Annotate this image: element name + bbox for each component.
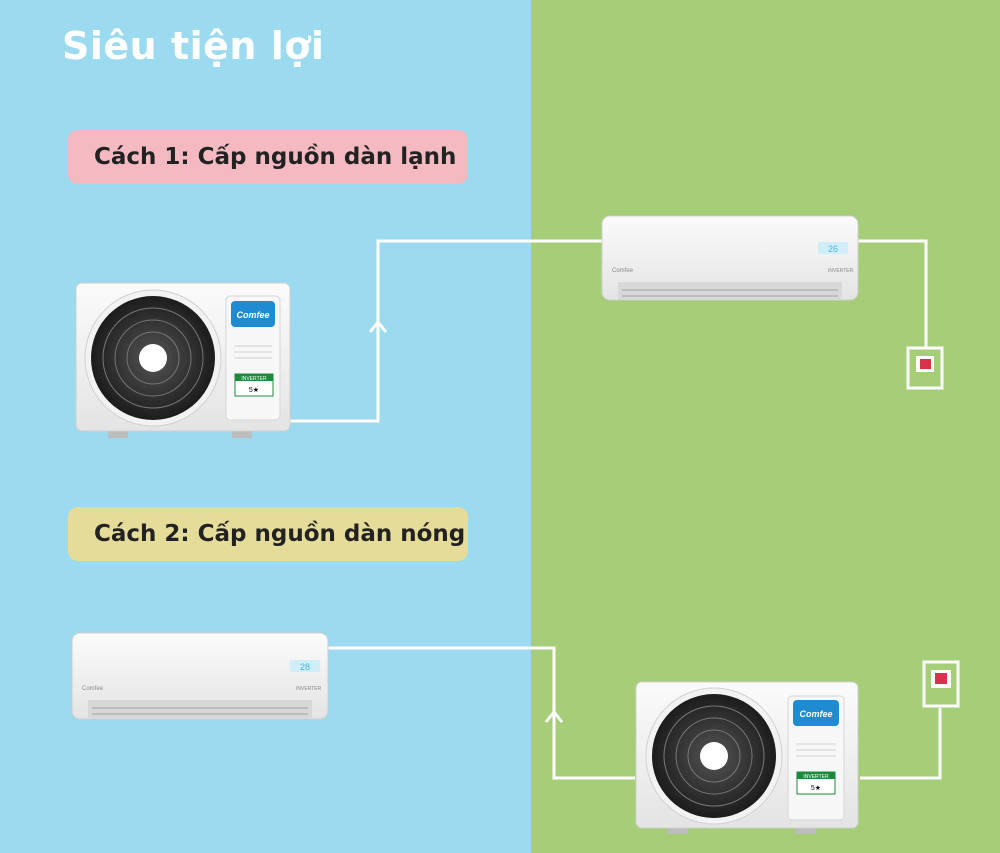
comfee-logo-icon [231, 301, 275, 327]
page-title: Siêu tiện lợi [62, 24, 325, 68]
power-socket-2 [922, 660, 960, 708]
svg-text:Comfee: Comfee [82, 686, 104, 692]
svg-text:INVERTER: INVERTER [803, 774, 829, 780]
temperature-display-icon [290, 660, 320, 672]
svg-text:28: 28 [300, 662, 310, 672]
method-2-label: Cách 2: Cấp nguồn dàn nóng [68, 507, 468, 561]
svg-text:Comfee: Comfee [236, 310, 269, 320]
svg-text:INVERTER: INVERTER [828, 268, 854, 274]
svg-text:Comfee: Comfee [799, 709, 832, 719]
inverter-badge-icon [235, 374, 273, 381]
svg-text:INVERTER: INVERTER [241, 376, 267, 382]
outdoor-unit-2: Comfee INVERTER 5★ [635, 681, 859, 834]
svg-text:26: 26 [828, 244, 838, 254]
inverter-badge-icon [797, 772, 835, 779]
svg-text:5★: 5★ [811, 784, 821, 792]
temperature-display-icon [818, 242, 848, 254]
indoor-unit-2: 28 Comfee INVERTER [71, 632, 329, 720]
method-1-label: Cách 1: Cấp nguồn dàn lạnh [68, 130, 468, 184]
indoor-unit-1: 26 Comfee INVERTER [601, 215, 859, 301]
power-socket-1 [906, 346, 944, 390]
comfee-logo-icon [793, 700, 839, 726]
svg-text:Comfee: Comfee [612, 268, 634, 274]
svg-text:5★: 5★ [249, 386, 259, 394]
svg-text:INVERTER: INVERTER [296, 686, 322, 692]
wiring-method-1 [290, 239, 928, 423]
outdoor-unit-1: Comfee INVERTER 5★ [75, 282, 291, 438]
wiring-method-2 [328, 646, 942, 780]
